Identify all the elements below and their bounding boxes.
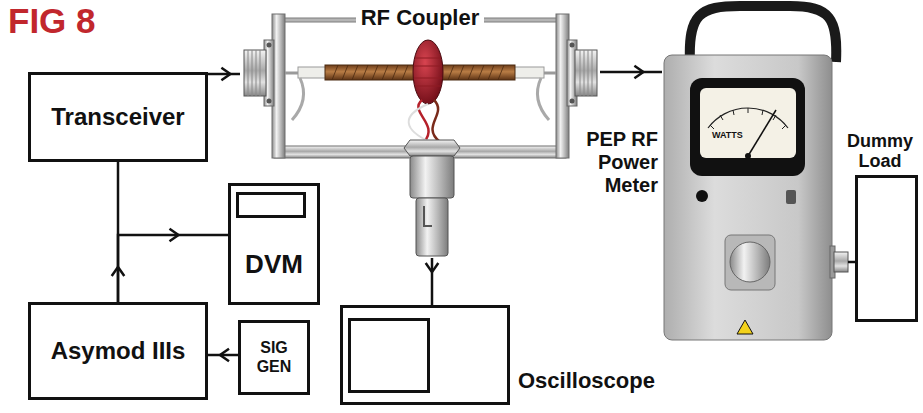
arrow-head xyxy=(634,66,643,79)
arrow-head xyxy=(426,263,439,272)
arrow-head xyxy=(220,349,229,362)
meter-heading: PEP RF Power Meter xyxy=(574,128,658,197)
box-label: Transceiver xyxy=(51,103,184,131)
box-label: Asymod IIIs xyxy=(51,337,186,365)
arrow-head xyxy=(221,68,230,81)
scope-screen xyxy=(348,318,430,393)
box-label: DVM xyxy=(245,250,303,280)
connector-line xyxy=(431,258,434,305)
signal-connector xyxy=(208,68,240,81)
arrow-head xyxy=(169,229,178,242)
label-holder: WATTS xyxy=(712,131,743,140)
signal-connector xyxy=(426,258,439,305)
box-heading: Oscilloscope xyxy=(518,368,655,393)
dummy-load-box: Dummy Load xyxy=(855,175,918,322)
box-heading: Dummy Load xyxy=(842,131,918,172)
title-holder: FIG 8 xyxy=(8,0,96,42)
signal-connector xyxy=(118,229,228,302)
modulator-box: Asymod IIIs xyxy=(28,302,208,400)
power-meter: PEP RF Power Meter xyxy=(662,40,848,340)
connector-line xyxy=(600,71,662,74)
dvm-box: DVM xyxy=(228,183,320,305)
signal-connector xyxy=(848,262,855,263)
connector-line xyxy=(118,235,228,302)
transceiver-box: Transceiver xyxy=(28,72,208,162)
connector-line xyxy=(208,73,240,76)
signal-connector xyxy=(600,66,662,79)
power-meter-drawing xyxy=(664,6,848,340)
signal-generator-box: SIG GEN xyxy=(238,320,310,395)
coupler-heading: RF Coupler xyxy=(356,2,485,31)
meter-scale-legend: WATTS xyxy=(712,131,743,140)
display-window xyxy=(236,192,306,218)
signal-connector xyxy=(208,349,238,362)
oscilloscope-box: Oscilloscope xyxy=(340,305,510,405)
figure-title: FIG 8 xyxy=(8,0,96,42)
connector-line xyxy=(848,261,855,264)
box-label: SIG GEN xyxy=(249,339,299,376)
